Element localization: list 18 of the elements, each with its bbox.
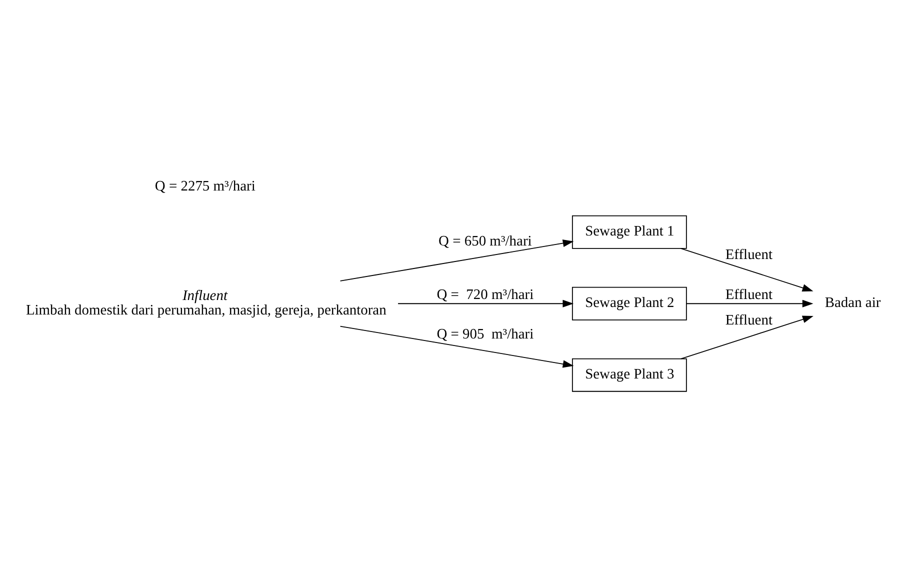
arrow <box>686 300 814 308</box>
edge-label: Q = 650 m³/hari <box>438 234 532 250</box>
node-box: Sewage Plant 2 <box>572 286 687 320</box>
arrow <box>680 316 814 360</box>
edge-label: Effluent <box>725 286 772 303</box>
node-text: Influent Limbah domestik dari perumahan, masjid, gereja, perkantoran <box>26 288 386 318</box>
node-box: Sewage Plant 1 <box>572 215 687 249</box>
arrow <box>340 239 574 282</box>
edge-label: Q = 905 m³/hari <box>436 326 534 343</box>
node-text: Badan air <box>824 295 881 312</box>
edge-label: Effluent <box>725 312 772 328</box>
edge-label: Effluent <box>725 247 772 264</box>
arrow <box>398 300 574 308</box>
arrow <box>340 326 574 368</box>
edge-label: Q = 720 m³/hari <box>436 286 534 303</box>
arrow <box>680 248 814 292</box>
label: Q = 2275 m³/hari <box>154 178 256 194</box>
node-box: Sewage Plant 3 <box>572 358 687 392</box>
